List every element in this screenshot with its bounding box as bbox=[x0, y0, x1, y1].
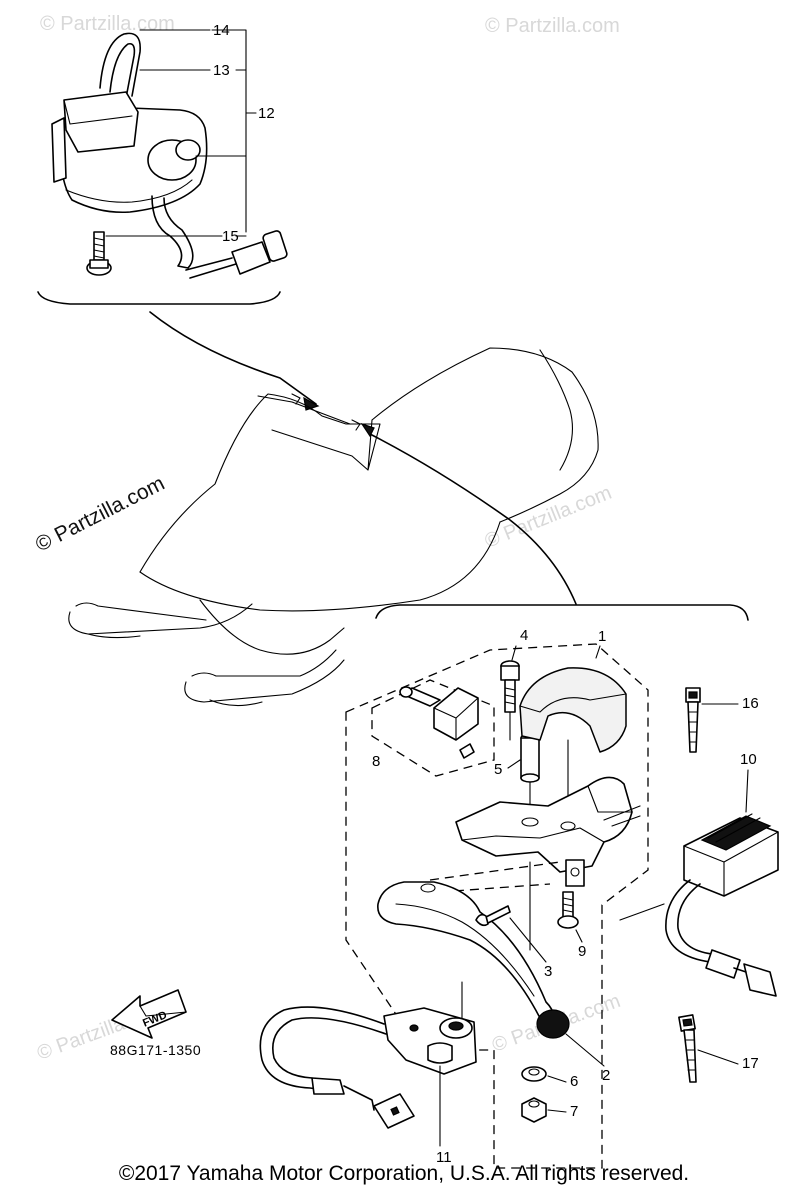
callout-6: 6 bbox=[570, 1073, 578, 1090]
relay-part-10 bbox=[619, 813, 779, 997]
bolt-part-9 bbox=[557, 891, 579, 929]
washer-part-6 bbox=[521, 1066, 547, 1082]
callout-16: 16 bbox=[742, 695, 759, 712]
callout-1: 1 bbox=[598, 628, 606, 645]
part-8-block bbox=[399, 686, 479, 759]
callout-15: 15 bbox=[222, 228, 239, 245]
switch-lead bbox=[151, 195, 194, 269]
nut-part-7 bbox=[521, 1097, 547, 1123]
leader-machine-to-assembly bbox=[369, 433, 577, 605]
bolt-part-4 bbox=[500, 660, 520, 741]
callout-8: 8 bbox=[372, 753, 380, 770]
callout-12: 12 bbox=[258, 105, 275, 122]
callout-17: 17 bbox=[742, 1055, 759, 1072]
cable-tie-part-16 bbox=[685, 687, 701, 753]
watermark-top-right: © Partzilla.com bbox=[485, 15, 620, 37]
callout-2: 2 bbox=[602, 1067, 610, 1084]
fwd-arrow: FWD bbox=[111, 989, 187, 1039]
leader-inset-to-machine bbox=[149, 311, 317, 405]
watermark-main: © Partzilla.com bbox=[32, 472, 169, 557]
spacer-part-5 bbox=[520, 733, 540, 821]
screw-part-3 bbox=[475, 905, 511, 927]
callout-4: 4 bbox=[520, 627, 528, 644]
switch-assembly-inset: 14 13 12 15 bbox=[37, 22, 288, 305]
relay-connector bbox=[743, 963, 777, 997]
callout-10: 10 bbox=[740, 751, 757, 768]
callout-3: 3 bbox=[544, 963, 552, 980]
assembly-bracket bbox=[375, 604, 749, 621]
cable-tie-part-17 bbox=[678, 1014, 697, 1083]
lever-ball-end bbox=[536, 1009, 570, 1039]
switch-connector bbox=[231, 241, 271, 275]
lower-callouts: 4 1 8 5 16 10 9 3 2 6 7 17 11 bbox=[372, 627, 759, 1166]
copyright-notice: ©2017 Yamaha Motor Corporation, U.S.A. A… bbox=[118, 1162, 690, 1185]
strap-part-13 bbox=[109, 42, 136, 99]
callout-13: 13 bbox=[213, 62, 230, 79]
watermark-top-left: © Partzilla.com bbox=[40, 13, 175, 35]
callout-9: 9 bbox=[578, 943, 586, 960]
snowmobile-outline bbox=[68, 347, 599, 707]
callout-7: 7 bbox=[570, 1103, 578, 1120]
throttle-cover bbox=[519, 667, 627, 753]
brake-lever bbox=[377, 881, 554, 1021]
screw-part-15 bbox=[86, 231, 112, 276]
throttle-assembly bbox=[259, 643, 649, 1169]
inset-bracket bbox=[37, 291, 281, 305]
callout-5: 5 bbox=[494, 761, 502, 778]
switch-cap bbox=[63, 91, 139, 153]
diagram-code: 88G171-1350 bbox=[110, 1042, 201, 1058]
part-8-boundary bbox=[371, 679, 495, 777]
stop-switch-part-11 bbox=[259, 1006, 477, 1129]
throttle-case bbox=[455, 776, 633, 873]
callout-14: 14 bbox=[213, 22, 230, 39]
watermark-mid-right: © Partzilla.com bbox=[482, 482, 615, 553]
callout-11: 11 bbox=[436, 1149, 452, 1166]
strap-part-14 bbox=[99, 32, 141, 97]
